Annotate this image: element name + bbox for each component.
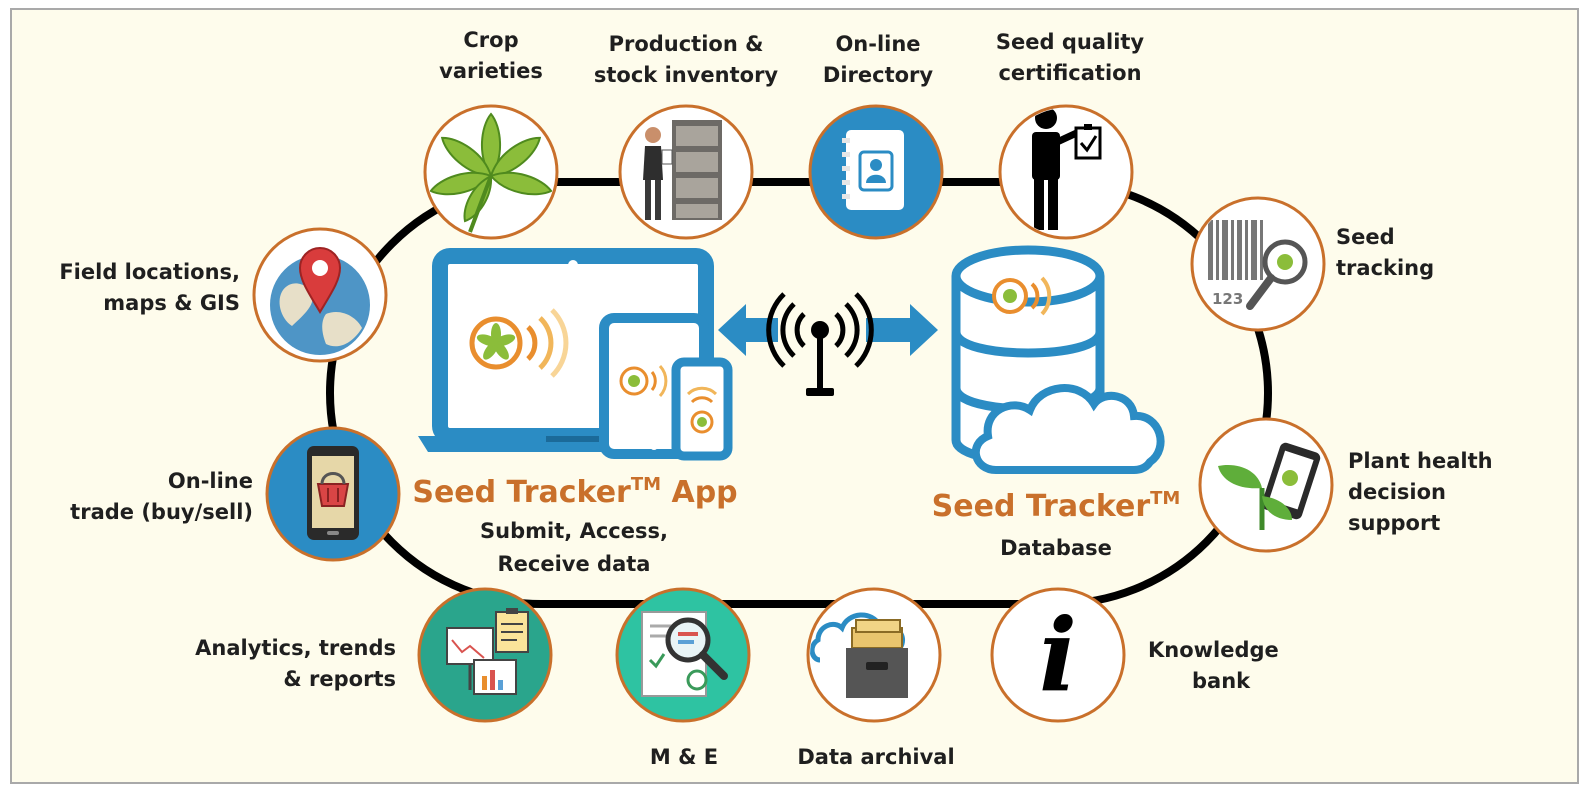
seed-tracking-node[interactable]: 123 [1190, 196, 1326, 332]
map-pin-globe-icon [270, 247, 370, 355]
production-inventory-node[interactable] [618, 104, 754, 240]
app-devices [418, 248, 733, 461]
crop-varieties-node[interactable] [423, 104, 559, 240]
app-title-suffix: App [661, 475, 738, 510]
plant-health-line-2: decision [1348, 480, 1446, 504]
production-line-2: stock inventory [593, 63, 779, 87]
m-and-e-node[interactable] [615, 587, 751, 723]
knowledge-line-1: Knowledge [1148, 638, 1279, 662]
phone-icon [671, 357, 733, 461]
field-locations-node[interactable] [252, 227, 388, 363]
data-exchange-arrows [718, 304, 938, 356]
data-archival-label: Data archival [797, 745, 955, 769]
app-subtitle-line-2: Receive data [497, 552, 651, 576]
app-subtitle: Submit, Access, Receive data [480, 515, 668, 581]
analytics-line-1: Analytics, trends [195, 636, 396, 660]
diagram-panel [10, 8, 1579, 784]
cloud-archive-icon [810, 612, 908, 698]
database-title-text: Seed Tracker [931, 489, 1151, 524]
online-trade-line-1: On-line [167, 469, 253, 493]
online-trade-node[interactable] [265, 426, 401, 562]
leaf-icon [429, 112, 553, 233]
antenna-icon [766, 292, 874, 396]
database-subtitle: Database [1000, 536, 1112, 560]
field-locations-label: Field locations, maps & GIS [59, 257, 240, 319]
plant-health-line-3: support [1348, 511, 1441, 535]
seed-quality-line-2: certification [998, 61, 1142, 85]
production-line-1: Production & [608, 32, 764, 56]
database-title: Seed TrackerTM [932, 488, 1181, 524]
analytics-node[interactable] [417, 587, 553, 723]
presentation-board-icon [446, 608, 529, 695]
app-logo-laptop [469, 308, 569, 378]
info-icon: i [1039, 596, 1077, 714]
seed-tracking-line-2: tracking [1336, 256, 1435, 280]
seed-quality-label: Seed quality certification [996, 27, 1144, 89]
analytics-line-2: & reports [283, 667, 396, 691]
production-inventory-label: Production & stock inventory [594, 29, 778, 91]
seed-tracking-label: Seed tracking [1336, 222, 1434, 284]
online-trade-label: On-line trade (buy/sell) [70, 466, 253, 528]
field-locations-line-1: Field locations, [59, 260, 240, 284]
certification-officer-icon [1032, 108, 1102, 230]
barcode-digits: 123 [1212, 290, 1243, 308]
warehouse-worker-icon [643, 120, 722, 220]
plant-health-label: Plant health decision support [1348, 446, 1493, 539]
connection-ring [326, 178, 1272, 608]
address-book-icon [842, 130, 904, 210]
app-title: Seed TrackerTM App [412, 474, 737, 510]
app-trademark: TM [630, 474, 662, 495]
seed-quality-line-1: Seed quality [995, 30, 1145, 54]
seedling-phone-icon [1218, 442, 1321, 531]
cloud-icon [971, 384, 1165, 474]
app-subtitle-line-1: Submit, Access, [480, 519, 668, 543]
crop-varieties-line-1: Crop [463, 28, 519, 52]
analytics-label: Analytics, trends & reports [195, 633, 396, 695]
m-and-e-label: M & E [649, 745, 719, 769]
crop-varieties-line-2: varieties [439, 59, 543, 83]
app-title-text: Seed Tracker [412, 475, 631, 510]
knowledge-bank-node[interactable]: i [990, 587, 1126, 723]
crop-varieties-label: Crop varieties [439, 25, 543, 87]
database-trademark: TM [1150, 488, 1181, 509]
knowledge-bank-label: Knowledge bank [1148, 635, 1279, 697]
mobile-basket-icon [307, 446, 359, 540]
online-directory-label: On-line Directory [823, 29, 933, 91]
seed-tracking-line-1: Seed [1336, 225, 1395, 249]
plant-health-node[interactable] [1198, 417, 1334, 553]
barcode-magnifier-icon: 123 [1208, 220, 1308, 310]
seed-quality-node[interactable] [998, 104, 1134, 240]
knowledge-line-2: bank [1192, 669, 1251, 693]
database-logo [992, 276, 1052, 316]
online-directory-node[interactable] [808, 104, 944, 240]
data-archival-node[interactable] [806, 587, 942, 723]
inspection-magnifier-icon [641, 611, 728, 697]
directory-line-1: On-line [835, 32, 921, 56]
plant-health-line-1: Plant health [1348, 449, 1493, 473]
directory-line-2: Directory [822, 63, 934, 87]
field-locations-line-2: maps & GIS [103, 291, 240, 315]
online-trade-line-2: trade (buy/sell) [70, 500, 253, 524]
